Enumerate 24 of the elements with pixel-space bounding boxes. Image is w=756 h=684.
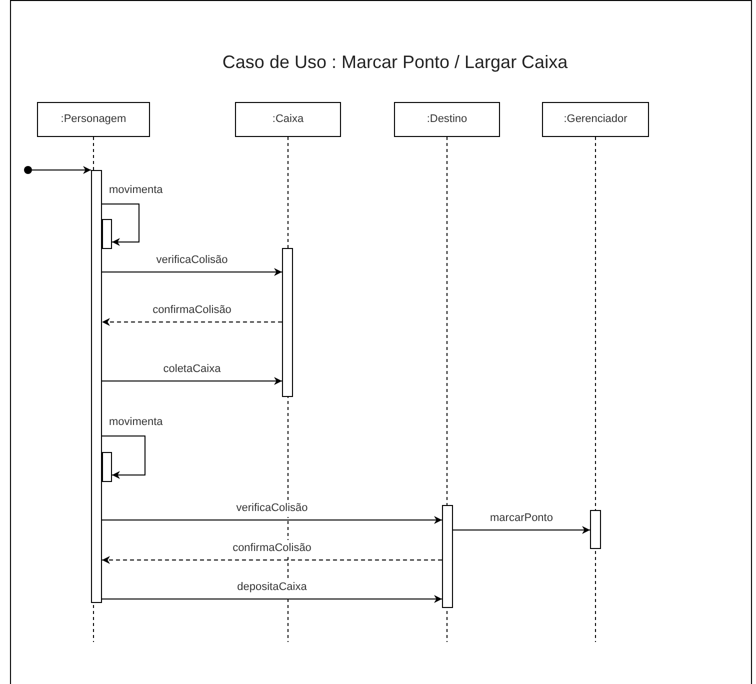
message-arrow bbox=[102, 595, 442, 603]
activation-bar bbox=[102, 452, 112, 482]
message-arrow bbox=[102, 436, 146, 479]
message-arrow bbox=[102, 377, 282, 385]
activation-bar bbox=[91, 170, 102, 603]
activation-bar bbox=[590, 510, 601, 549]
participant-box: :Gerenciador bbox=[542, 102, 649, 137]
message-arrow bbox=[452, 526, 590, 534]
return-message-arrow bbox=[102, 318, 282, 326]
diagram-title: Caso de Uso : Marcar Ponto / Largar Caixa bbox=[221, 51, 569, 74]
message-arrow bbox=[102, 268, 282, 276]
activation-bar bbox=[102, 219, 112, 249]
participant-box: :Personagem bbox=[37, 102, 150, 137]
activation-bar bbox=[442, 505, 453, 608]
edge-label: verificaColisão bbox=[235, 500, 309, 516]
participant-box: :Caixa bbox=[235, 102, 341, 137]
edge-label: depositaCaixa bbox=[236, 579, 308, 596]
participant-box: :Destino bbox=[394, 102, 500, 137]
edge-label: confirmaColisão bbox=[232, 540, 312, 556]
message-arrow bbox=[102, 516, 442, 524]
activation-bar bbox=[282, 248, 293, 397]
message-arrow bbox=[32, 166, 92, 174]
message-arrow bbox=[102, 204, 140, 246]
return-message-arrow bbox=[102, 556, 442, 564]
